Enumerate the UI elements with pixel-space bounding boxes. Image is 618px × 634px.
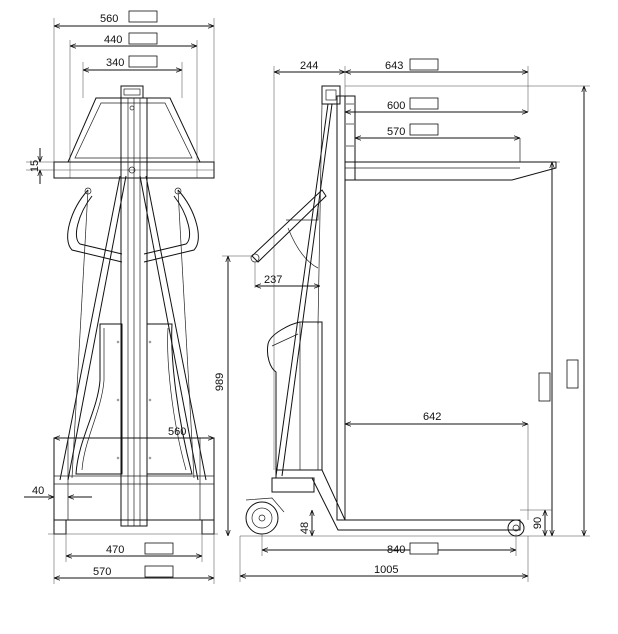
side-carriage	[321, 85, 341, 105]
front-casing	[75, 323, 123, 475]
dim-base-height: 90	[520, 509, 552, 536]
svg-text:560: 560	[168, 426, 186, 438]
svg-text:48: 48	[299, 522, 311, 534]
dim-wheel-track: 470	[65, 534, 203, 562]
svg-text:1005: 1005	[374, 564, 398, 576]
dim-wheel-height: 48	[299, 510, 312, 536]
svg-text:570: 570	[387, 126, 405, 138]
dim-wheelbase: 840	[261, 534, 517, 556]
svg-text:15: 15	[29, 160, 41, 172]
dim-wheel-offset: 40	[24, 485, 92, 497]
dim-handle-reach: 237	[254, 262, 320, 288]
dim-top-width: 560	[54, 10, 214, 26]
dim-platform-length-a: 600	[345, 97, 528, 112]
side-base	[275, 469, 521, 531]
side-platform	[344, 161, 557, 181]
dim-leg-length: 642	[345, 411, 529, 520]
svg-text:840: 840	[387, 544, 405, 556]
dim-mast-offset: 244	[273, 60, 346, 470]
front-wheel-left	[53, 519, 67, 535]
side-mast	[336, 95, 346, 521]
dim-handle-height: 989	[214, 255, 252, 536]
dim-platform-length-b: 570	[355, 123, 520, 138]
svg-text:600: 600	[387, 100, 405, 112]
side-handle	[251, 189, 327, 263]
dim-mid-width: 440	[70, 32, 197, 46]
dim-base-width: 560	[54, 426, 214, 438]
dim-flange: 15	[26, 148, 54, 184]
dim-overall-length: 1005	[239, 536, 529, 582]
dim-inner-width: 340	[83, 55, 182, 70]
front-view: 560 440 340 15	[24, 10, 218, 584]
svg-text:470: 470	[106, 544, 124, 556]
svg-text:560: 560	[100, 13, 118, 25]
svg-text:90: 90	[532, 517, 544, 529]
svg-text:440: 440	[104, 34, 122, 46]
front-handle-left	[67, 189, 123, 263]
side-wheel-rear	[245, 501, 279, 535]
svg-text:237: 237	[264, 274, 282, 286]
dim-platform-reach: 643	[345, 58, 529, 112]
front-handle-right	[143, 189, 199, 263]
svg-text:340: 340	[106, 57, 124, 69]
svg-text:642: 642	[423, 411, 441, 423]
svg-text:643: 643	[385, 60, 403, 72]
svg-text:570: 570	[93, 566, 111, 578]
dim-platform-height-box	[538, 372, 551, 402]
svg-text:40: 40	[32, 485, 44, 497]
front-wheel-right	[201, 519, 215, 535]
svg-text:244: 244	[300, 60, 318, 72]
dim-overall-height-box	[566, 359, 579, 389]
side-view: 244 643 600 570	[214, 58, 590, 582]
svg-text:989: 989	[214, 373, 226, 391]
side-wheel-front	[507, 519, 525, 537]
dim-overall-width: 570	[53, 534, 215, 584]
